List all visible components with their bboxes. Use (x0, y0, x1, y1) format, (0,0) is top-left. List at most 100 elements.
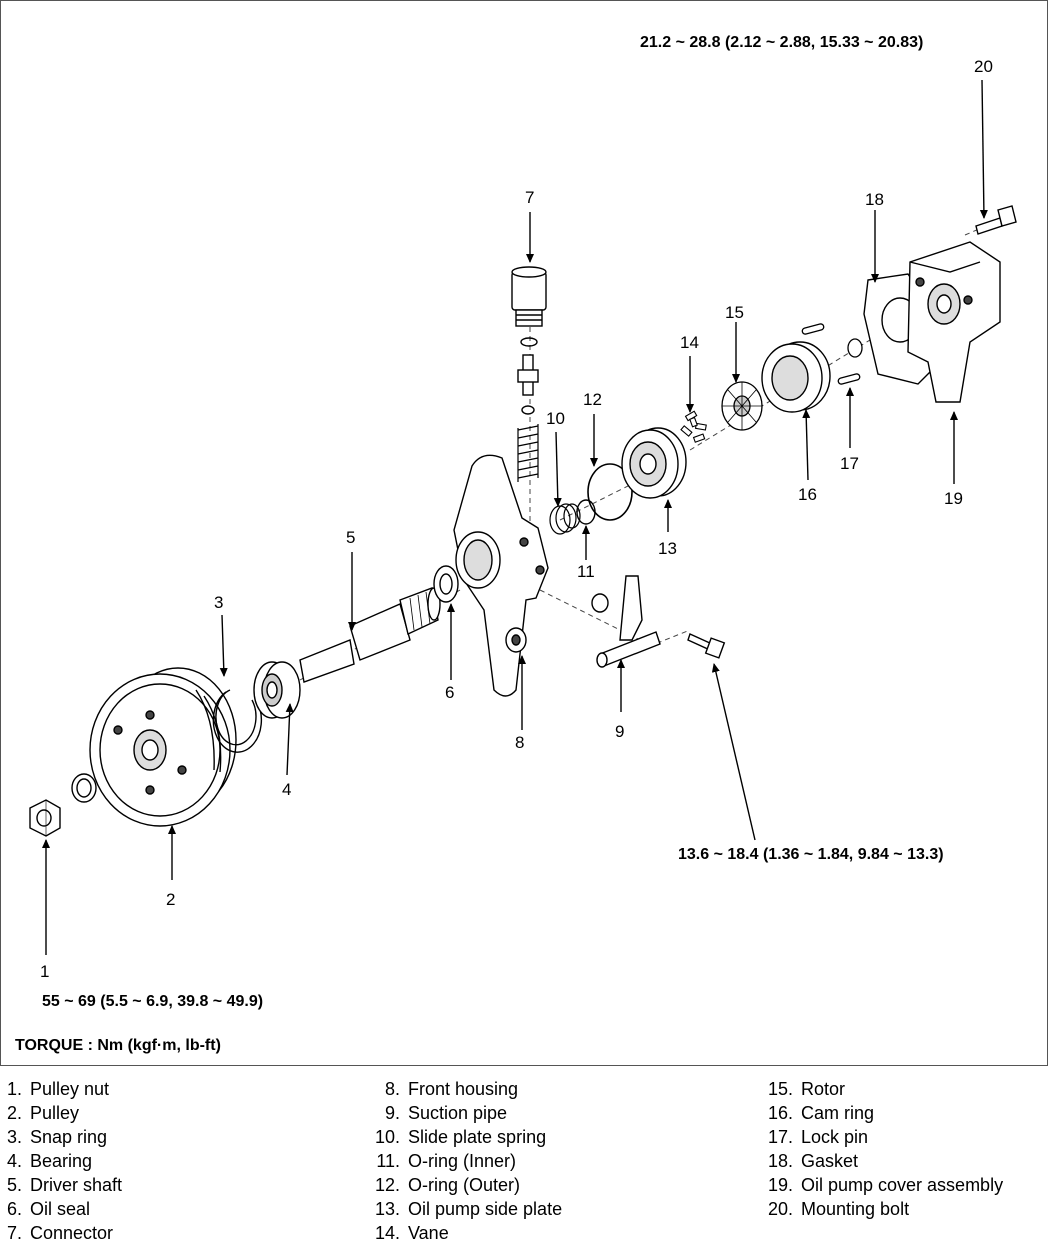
front-housing-part (453, 454, 549, 697)
legend-item: 17. Lock pin (763, 1126, 868, 1148)
torque-spec-pulley-nut: 55 ~ 69 (5.5 ~ 6.9, 39.8 ~ 49.9) (42, 993, 263, 1010)
callout-15: 15 (725, 303, 744, 322)
oil-seal-part (433, 565, 459, 603)
callout-10: 10 (546, 409, 565, 428)
torque-unit-label: TORQUE : Nm (kgf·m, lb-ft) (15, 1037, 221, 1054)
legend-item-label: Suction pipe (408, 1103, 508, 1123)
legend-item-label: Oil pump side plate (408, 1199, 563, 1219)
legend-item-label: Connector (30, 1223, 114, 1243)
legend-item: 2. Pulley (4, 1102, 79, 1124)
callout-11: 11 (577, 562, 595, 581)
legend-item-label: Vane (408, 1223, 449, 1243)
legend-item-number: 6. (6, 1199, 22, 1219)
legend-item: 12. O-ring (Outer) (366, 1174, 520, 1196)
legend-item-label: Oil pump cover assembly (801, 1175, 1004, 1195)
callout-2: 2 (166, 890, 175, 909)
legend-item-label: Pulley nut (30, 1079, 110, 1099)
callout-12: 12 (583, 390, 602, 409)
legend-item-label: Mounting bolt (801, 1199, 910, 1219)
legend-item-label: Lock pin (801, 1127, 869, 1147)
legend-item-number: 8. (384, 1079, 400, 1099)
callout-5: 5 (346, 528, 355, 547)
legend-item-number: 2. (6, 1103, 22, 1123)
legend-item: 8. Front housing (366, 1078, 518, 1100)
mounting-bolt-20-part (975, 205, 1017, 235)
legend-item: 20. Mounting bolt (763, 1198, 909, 1220)
callout-13: 13 (658, 539, 677, 558)
legend-item-label: Rotor (801, 1079, 846, 1099)
legend-item: 6. Oil seal (4, 1198, 90, 1220)
legend-item: 5.Driver shaft (4, 1174, 122, 1196)
legend-item-number: 18. (767, 1151, 793, 1171)
torque-spec-mounting-bolt-9: 13.6 ~ 18.4 (1.36 ~ 1.84, 9.84 ~ 13.3) (678, 846, 944, 863)
legend-item-number: 13. (374, 1199, 400, 1219)
mounting-bolt-lower-part (687, 633, 726, 659)
legend-item: 9.Suction pipe (366, 1102, 507, 1124)
legend-item-number: 5. (6, 1175, 22, 1195)
rotor-part (721, 381, 763, 431)
legend-item-number: 7. (6, 1223, 22, 1243)
driver-shaft-part (299, 587, 441, 683)
callout-numbers: 1 2 3 4 5 6 7 8 9 10 11 12 13 14 15 16 1… (40, 57, 993, 981)
oil-pump-cover-part (907, 241, 1001, 403)
legend-item-number: 17. (767, 1127, 793, 1147)
legend-item-number: 4. (6, 1151, 22, 1171)
legend-item-label: O-ring (Outer) (408, 1175, 521, 1195)
o-ring-outer-part (587, 463, 633, 521)
legend-item: 14. Vane (366, 1222, 449, 1244)
parts-legend: 1. Pulley nut 2. Pulley 3. Snap ring 4. Bearing… (0, 1078, 1050, 1243)
legend-item: 10. Slide plate spring (366, 1126, 546, 1148)
legend-item-number: 12. (374, 1175, 400, 1195)
legend-item-label: Snap ring (30, 1127, 108, 1147)
legend-item: 18.Gasket (763, 1150, 858, 1172)
callout-3: 3 (214, 593, 223, 612)
vane-part (680, 410, 707, 443)
legend-item-label: Slide plate spring (408, 1127, 547, 1147)
legend-item-number: 20. (767, 1199, 793, 1219)
legend-item: 1. Pulley nut (4, 1078, 109, 1100)
snap-ring-part (212, 689, 263, 753)
legend-item-number: 16. (767, 1103, 793, 1123)
legend-item-number: 1. (6, 1079, 22, 1099)
diagram-frame (0, 0, 1048, 1066)
callout-14: 14 (680, 333, 699, 352)
legend-item: 11. O-ring (Inner) (366, 1150, 516, 1172)
legend-item-label: Bearing (30, 1151, 93, 1171)
gasket-ring-part (847, 338, 863, 358)
cam-ring-part (761, 341, 831, 413)
callout-7: 7 (525, 188, 534, 207)
callout-19: 19 (944, 489, 963, 508)
legend-item: 4. Bearing (4, 1150, 92, 1172)
spring-part (517, 424, 539, 482)
pulley-nut-part (29, 799, 61, 837)
callout-20: 20 (974, 57, 993, 76)
washer-part (71, 773, 97, 803)
oil-pump-side-plate-part (621, 427, 687, 499)
legend-item-number: 3. (6, 1127, 22, 1147)
callout-9: 9 (615, 722, 624, 741)
legend-item-label: Oil seal (30, 1199, 91, 1219)
legend-item: 7. Connector (4, 1222, 113, 1244)
legend-item-number: 15. (767, 1079, 793, 1099)
leader-arrows (42, 79, 988, 955)
callout-6: 6 (445, 683, 454, 702)
legend-item: 13. Oil pump side plate (366, 1198, 562, 1220)
torque-spec-mounting-bolt-20: 21.2 ~ 28.8 (2.12 ~ 2.88, 15.33 ~ 20.83) (640, 34, 923, 51)
suction-pipe-part (591, 575, 661, 668)
legend-item: 16. Cam ring (763, 1102, 874, 1124)
bearing-part (253, 661, 301, 719)
legend-item-label: O-ring (Inner) (408, 1151, 517, 1171)
legend-item-number: 14. (374, 1223, 400, 1243)
legend-item-label: Front housing (408, 1079, 519, 1099)
callout-1: 1 (40, 962, 49, 981)
lock-pin-part (801, 323, 861, 385)
legend-item: 3. Snap ring (4, 1126, 107, 1148)
legend-item-number: 10. (374, 1127, 400, 1147)
legend-item-number: 11. (376, 1151, 400, 1171)
legend-item-label: Pulley (30, 1103, 80, 1123)
legend-item-label: Cam ring (801, 1103, 875, 1123)
legend-item: 15. Rotor (763, 1078, 845, 1100)
callout-8: 8 (515, 733, 524, 752)
callout-17: 17 (840, 454, 859, 473)
callout-18: 18 (865, 190, 884, 209)
